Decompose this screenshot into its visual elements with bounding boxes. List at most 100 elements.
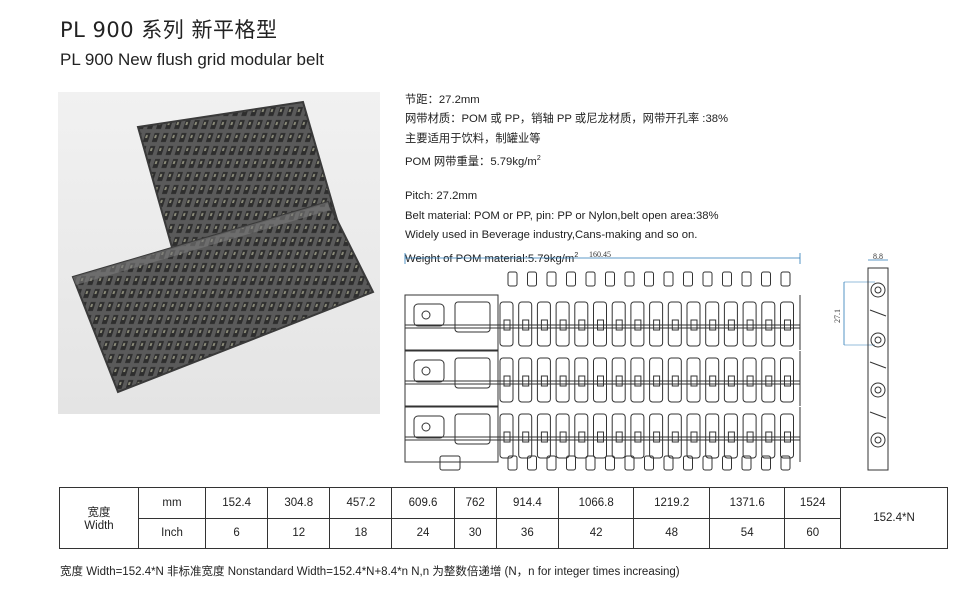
table-cell: 36 (495, 517, 559, 549)
grid-knuckle (746, 431, 754, 443)
table-cell: 1524 (784, 487, 841, 519)
grid-link (649, 357, 664, 403)
grid-link (667, 413, 682, 459)
edge-detail (454, 301, 491, 333)
grid-knuckle (559, 319, 567, 331)
grid-link (742, 301, 757, 347)
edge-detail (454, 357, 491, 389)
pitch-cn: 节距：27.2mm (405, 94, 480, 106)
grid-link (723, 357, 738, 403)
grid-link (555, 357, 570, 403)
width-table: 宽度 Width mm 152.4 304.8 457.2 609.6 762 … (59, 487, 948, 549)
width-label-en: Width (84, 520, 114, 532)
belt-photo-illustration (71, 100, 375, 394)
grid-link (780, 357, 794, 403)
belt-loop (644, 271, 654, 287)
grid-knuckle (690, 431, 698, 443)
grid-knuckle (578, 375, 586, 387)
grid-knuckle (559, 431, 567, 443)
grid-knuckle (727, 375, 735, 387)
belt-loop (761, 271, 771, 287)
belt-loop (585, 271, 596, 287)
grid-link (723, 301, 738, 347)
belt-loop (702, 271, 713, 287)
grid-knuckle (634, 375, 642, 387)
belt-loop (507, 455, 518, 471)
material-en: Belt material: POM or PP, pin: PP or Nyl… (405, 209, 719, 222)
grid-knuckle (709, 375, 717, 387)
belt-loop (780, 455, 791, 471)
grid-link (780, 413, 794, 459)
edge-detail (454, 413, 491, 445)
usage-cn: 主要适用于饮料，制罐业等 (405, 132, 541, 145)
width-row-label: 宽度 Width (59, 487, 139, 549)
table-cell: 18 (329, 517, 393, 549)
table-cell: 60 (784, 517, 841, 549)
side-profile (867, 267, 889, 471)
belt-loop (644, 455, 654, 471)
weight-cn-sup: 2 (536, 155, 541, 163)
grid-link (761, 413, 776, 459)
grid-link (742, 413, 757, 459)
belt-loop (624, 271, 635, 287)
belt-loop (761, 455, 771, 471)
material-cn: 网带材质：POM 或 PP，销轴 PP 或尼龙材质，网带开孔率 :38% (405, 113, 729, 126)
grid-knuckle (727, 319, 735, 331)
table-cell: 24 (391, 517, 455, 549)
grid-knuckle (784, 319, 791, 331)
edge-hole (421, 422, 431, 432)
footer-note: 宽度 Width=152.4*N 非标准宽度 Nonstandard Width… (60, 566, 680, 578)
grid-knuckle (671, 319, 679, 331)
table-cell: 42 (557, 517, 635, 549)
belt-loop (741, 271, 752, 287)
grid-knuckle (615, 375, 623, 387)
edge-module (404, 350, 499, 407)
grid-knuckle (765, 375, 773, 387)
grid-link (667, 357, 682, 403)
grid-link (630, 301, 645, 347)
grid-knuckle (653, 375, 661, 387)
grid-link (686, 301, 701, 347)
edge-hole (421, 310, 431, 320)
grid-link (536, 301, 551, 347)
belt-loop (663, 271, 674, 287)
edge-detail (413, 303, 445, 327)
belt-loop (702, 455, 713, 471)
grid-knuckle (597, 319, 604, 331)
edge-detail (413, 415, 445, 439)
table-row-inch: Inch 6 12 18 24 30 36 42 48 54 60 (60, 517, 948, 549)
grid-link (574, 357, 589, 403)
grid-knuckle (615, 319, 623, 331)
grid-link (761, 357, 776, 403)
grid-link (742, 357, 757, 403)
grid-knuckle (671, 375, 679, 387)
grid-knuckle (540, 431, 548, 443)
grid-link (611, 357, 626, 403)
edge-detail (413, 359, 445, 383)
table-cell: 48 (633, 517, 710, 549)
grid-knuckle (597, 431, 604, 443)
grid-link (649, 413, 664, 459)
grid-link (667, 301, 682, 347)
pitch-dimension-label: 27.1 (833, 309, 842, 323)
table-cell: 12 (267, 517, 331, 549)
grid-knuckle (653, 319, 661, 331)
table-cell: 914.4 (495, 487, 559, 519)
belt-loop (507, 271, 518, 287)
grid-link (630, 413, 645, 459)
grid-link (593, 301, 607, 347)
width-label-cn: 宽度 (87, 507, 111, 519)
edge-hole (421, 366, 431, 376)
weight-en-sup: 2 (574, 251, 579, 259)
belt-loop (780, 271, 791, 287)
grid-knuckle (709, 431, 717, 443)
grid-link (611, 413, 626, 459)
table-cell: 304.8 (267, 487, 331, 519)
spec-text: 节距：27.2mm 网带材质：POM 或 PP，销轴 PP 或尼龙材质，网带开孔… (405, 91, 728, 269)
grid-link (518, 357, 533, 403)
grid-knuckle (746, 319, 754, 331)
grid-knuckle (597, 375, 604, 387)
unit-inch: Inch (138, 517, 206, 549)
belt-loop (663, 455, 674, 471)
grid-knuckle (765, 319, 773, 331)
